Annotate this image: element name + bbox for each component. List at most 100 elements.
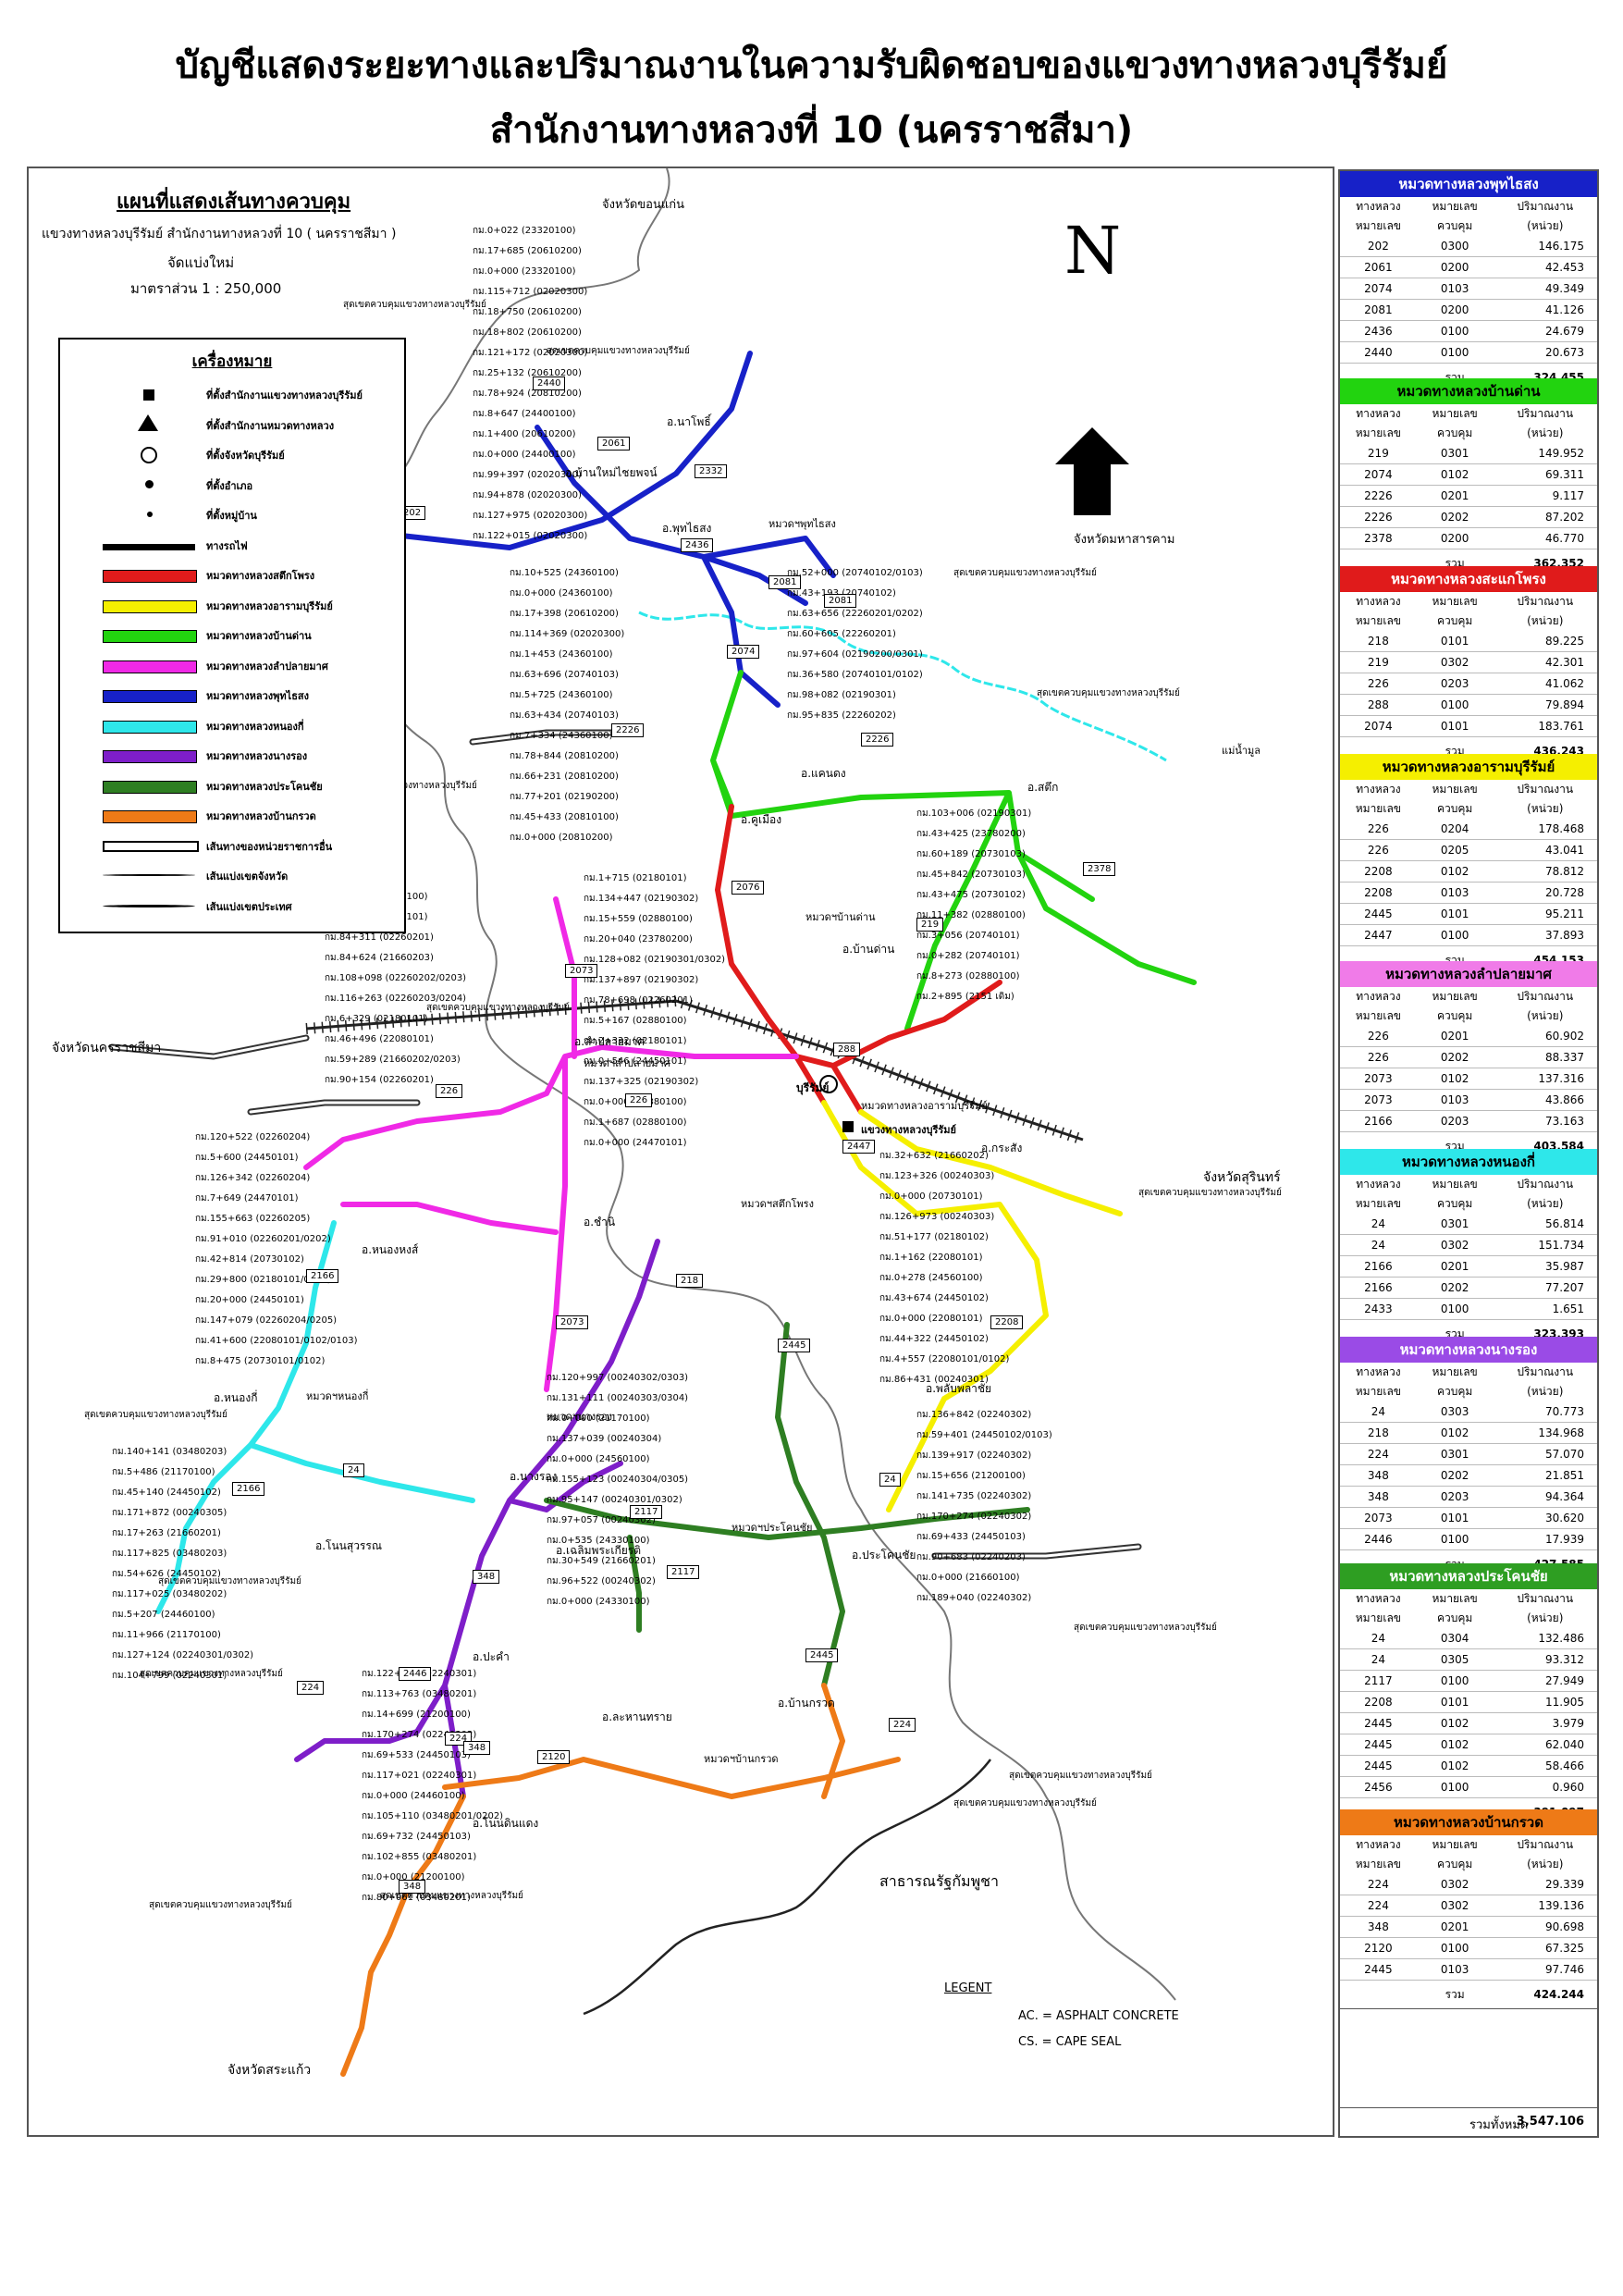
label-sakaeo: จังหวัดสระแก้ว xyxy=(227,2063,312,2078)
table-cell: 2226 xyxy=(1340,485,1417,507)
km-label: กม.155+123 (00240304/0305) xyxy=(547,1475,689,1485)
legend-symbol xyxy=(145,479,154,488)
table-cell: 2073 xyxy=(1340,1089,1417,1111)
table-cell: 219 xyxy=(1340,443,1417,464)
km-label: กม.77+201 (02190200) xyxy=(510,792,619,802)
legend-symbol xyxy=(138,414,158,431)
legend-symbol xyxy=(103,630,197,643)
km-label: กม.0+278 (24560100) xyxy=(879,1273,983,1283)
km-label: กม.46+496 (22080101) xyxy=(325,1034,434,1044)
legend-label: หมวดทางหลวงสตึกโพรง xyxy=(206,570,315,582)
table-cell: 0102 xyxy=(1416,1712,1494,1734)
road-number-badge: 348 xyxy=(463,1741,491,1755)
km-label: กม.96+522 (00240302) xyxy=(547,1576,656,1586)
km-label: กม.8+647 (24400100) xyxy=(473,409,576,419)
legend-label: หมวดทางหลวงบ้านด่าน xyxy=(206,630,312,642)
table-cell: 2445 xyxy=(1340,1712,1417,1734)
km-label: กม.114+369 (02020300) xyxy=(510,629,625,639)
legend-symbol xyxy=(103,904,195,907)
column-subheader: หมายเลข xyxy=(1355,614,1401,627)
km-label: กม.63+434 (20740103) xyxy=(510,710,619,721)
legend-row: หมวดทางหลวงพุทไธสง xyxy=(60,685,404,707)
table-cell: 2117 xyxy=(1340,1670,1417,1692)
km-label: กม.108+098 (02260202/0203) xyxy=(325,973,467,983)
table-cell: 2081 xyxy=(1340,299,1417,321)
km-label: กม.66+231 (20810200) xyxy=(510,772,619,782)
table-cell: 0102 xyxy=(1416,860,1494,883)
legend-row: ที่ตั้งอำเภอ xyxy=(60,475,404,497)
table-cell: 2445 xyxy=(1340,1734,1417,1756)
label-khumueang: อ.คูเมือง xyxy=(741,813,782,826)
km-label: กม.120+997 (00240302/0303) xyxy=(547,1373,689,1383)
road-number-badge: 2120 xyxy=(537,1750,571,1764)
table-cell: 0202 xyxy=(1416,1277,1494,1299)
table-cell: 2120 xyxy=(1340,1937,1417,1959)
map-frame: แผนที่แสดงเส้นทางควบคุม แขวงทางหลวงบุรีร… xyxy=(27,167,1334,2137)
km-label: กม.123+326 (00240303) xyxy=(879,1171,995,1181)
legend-symbol xyxy=(103,660,197,673)
column-subheader: (หน่วย) xyxy=(1527,1858,1564,1870)
table-cell: 0101 xyxy=(1416,903,1494,925)
km-label: กม.17+398 (20610200) xyxy=(510,609,619,619)
table-cell: 2226 xyxy=(1340,506,1417,528)
table-cell: 178.468 xyxy=(1493,819,1597,840)
legend-row: ที่ตั้งสำนักงานแขวงทางหลวงบุรีรัมย์ xyxy=(60,384,404,406)
table-cell: 95.211 xyxy=(1493,903,1597,925)
table-cell: 2074 xyxy=(1340,463,1417,486)
table-cell: 57.070 xyxy=(1493,1443,1597,1465)
table-cell: 149.952 xyxy=(1493,443,1597,464)
km-label: กม.5+486 (21170100) xyxy=(112,1467,215,1477)
unit-section-header: หมวดทางหลวงนางรอง xyxy=(1340,1337,1597,1363)
label-sk-office: หมวดฯสตึกโพรง xyxy=(741,1198,814,1210)
label-dist-office: แขวงทางหลวงบุรีรัมย์ xyxy=(861,1124,956,1136)
column-header: ทางหลวง xyxy=(1356,200,1401,213)
table-cell: 0103 xyxy=(1416,1958,1494,1981)
km-label: กม.14+699 (21200100) xyxy=(362,1710,471,1720)
label-nr-office: หมวดฯนางรอง xyxy=(547,1411,612,1423)
table-cell: 348 xyxy=(1340,1464,1417,1487)
legend-label: ทางรถไฟ xyxy=(206,539,248,552)
label-pt-office: หมวดฯพุทไธสง xyxy=(768,518,836,530)
map-heading: แผนที่แสดงเส้นทางควบคุม xyxy=(117,191,351,214)
km-label: กม.0+000 (24360100) xyxy=(510,588,613,599)
table-cell: 348 xyxy=(1340,1916,1417,1938)
km-label: กม.5+207 (24460100) xyxy=(112,1610,215,1620)
column-header: หมายเลข xyxy=(1432,200,1478,213)
label-bandan: อ.บ้านด่าน xyxy=(842,943,895,956)
route-lamplaimat xyxy=(303,896,799,1392)
km-label: กม.147+079 (02260204/0205) xyxy=(195,1315,338,1326)
km-label: กม.18+750 (20610200) xyxy=(473,307,582,317)
column-subheader: (หน่วย) xyxy=(1527,426,1564,439)
label-nakhonthai: อ.นาโพธิ์ xyxy=(667,415,711,428)
km-label: กม.51+177 (02180102) xyxy=(879,1232,989,1242)
table-cell: 0102 xyxy=(1416,1734,1494,1756)
legend-row: หมวดทางหลวงสตึกโพรง xyxy=(60,564,404,586)
unit-section: หมวดทางหลวงประโคนชัยทางหลวงหมายเลขปริมาณ… xyxy=(1340,1563,1597,1827)
unit-table: ทางหลวงหมายเลขปริมาณงานหมายเลขควบคุม(หน่… xyxy=(1340,1363,1597,1579)
table-cell: 219 xyxy=(1340,651,1417,673)
legend-row: ที่ตั้งหมู่บ้าน xyxy=(60,504,404,526)
country-boundary xyxy=(583,1759,991,2016)
legend-symbol xyxy=(147,512,153,517)
legend-symbol xyxy=(103,840,199,852)
road-number-badge: 24 xyxy=(879,1473,901,1487)
km-label: กม.121+172 (02020300) xyxy=(473,348,588,358)
legend-row: หมวดทางหลวงลำปลายมาศ xyxy=(60,655,404,677)
boundary-label: สุดเขตควบคุมแขวงทางหลวงบุรีรัมย์ xyxy=(953,568,1097,578)
column-subheader: หมายเลข xyxy=(1355,1385,1401,1398)
table-cell: 0102 xyxy=(1416,463,1494,486)
km-label: กม.86+431 (00240301) xyxy=(879,1375,989,1385)
table-cell: 2447 xyxy=(1340,924,1417,946)
table-cell: 46.770 xyxy=(1493,527,1597,549)
table-cell: 2445 xyxy=(1340,1958,1417,1981)
table-cell: 0100 xyxy=(1416,1670,1494,1692)
